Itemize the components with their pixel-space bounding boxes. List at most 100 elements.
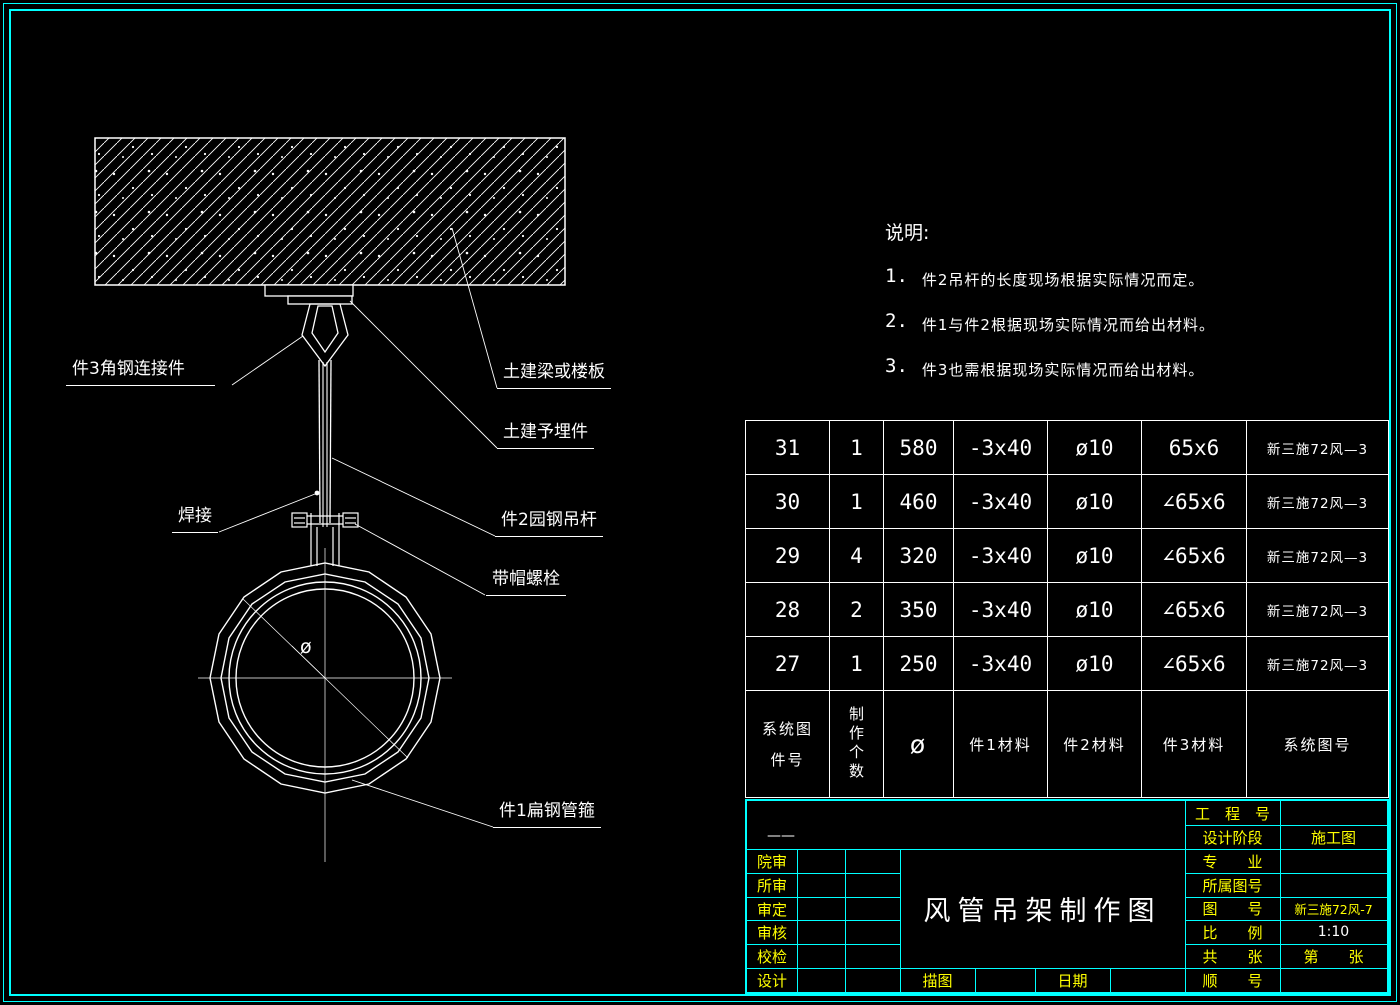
table-cell: 350	[884, 583, 954, 637]
table-cell: 2	[830, 583, 884, 637]
table-cell: -3x40	[954, 637, 1048, 691]
table-cell: 新三施72风—3	[1247, 529, 1388, 583]
field-label-sequence-no: 顺 号	[1202, 971, 1263, 990]
weld-point	[314, 490, 320, 496]
table-header-part2-material: 件2材料	[1048, 691, 1142, 797]
inner-border-frame	[9, 9, 1391, 996]
table-cell: ∠65x6	[1142, 475, 1247, 529]
table-cell: ∠65x6	[1142, 583, 1247, 637]
table-cell: ø10	[1048, 583, 1142, 637]
field-value-parent-drawing-no	[1280, 873, 1387, 897]
field-label-parent-drawing-no: 所属图号	[1202, 876, 1263, 895]
label-part1-flat-steel-clamp: 件1扁钢管箍	[493, 799, 601, 828]
row-label-suoshen: 所审	[756, 876, 787, 895]
table-cell: 65x6	[1142, 421, 1247, 475]
field-value-project-no	[1280, 801, 1387, 825]
header-vertical-text: 制作个数	[847, 706, 865, 782]
note-number: 2.	[885, 310, 908, 332]
table-cell: ∠65x6	[1142, 529, 1247, 583]
notes-title: 说明:	[885, 222, 930, 244]
table-cell: -3x40	[954, 529, 1048, 583]
outer-border-frame	[3, 3, 1397, 1002]
table-header-part3-material: 件3材料	[1142, 691, 1247, 797]
field-value-drawing-no: 新三施72风-7	[1294, 902, 1373, 917]
table-cell: 新三施72风—3	[1247, 421, 1388, 475]
table-cell: -3x40	[954, 583, 1048, 637]
round-rod	[322, 362, 328, 527]
note-number: 3.	[885, 355, 908, 377]
table-cell: 新三施72风—3	[1247, 637, 1388, 691]
row-label-shenhe: 审核	[756, 923, 787, 942]
table-cell: 27	[746, 637, 830, 691]
centerlines	[198, 548, 452, 862]
field-value-sequence-no	[1280, 968, 1387, 992]
table-header-diameter: ø	[884, 691, 954, 797]
angle-steel-connector	[301, 303, 349, 524]
table-cell: 新三施72风—3	[1247, 475, 1388, 529]
drawing-title: 风管吊架制作图	[923, 896, 1162, 927]
field-value-design-stage: 施工图	[1310, 828, 1356, 847]
table-cell: 460	[884, 475, 954, 529]
header-line: 系统图	[761, 720, 813, 738]
title-block: —— 院审 所审 审定 审核 校检 设计 风管吊架制作图 描图 日期 工 程 号…	[745, 799, 1389, 994]
table-cell: 250	[884, 637, 954, 691]
row-label-riqi: 日期	[1057, 971, 1088, 990]
table-cell: 1	[830, 475, 884, 529]
parts-schedule-table: 31 1 580 -3x40 ø10 65x6 新三施72风—3 30 1 46…	[745, 420, 1389, 798]
note-text: 件2吊杆的长度现场根据实际情况而定。	[921, 271, 1205, 289]
table-cell: ø10	[1048, 637, 1142, 691]
table-cell: ø10	[1048, 529, 1142, 583]
header-line: 件号	[770, 751, 805, 769]
embedded-plate	[264, 284, 354, 305]
table-header-part-number: 系统图 件号	[746, 691, 830, 797]
label-embedded-part: 土建予埋件	[497, 420, 594, 449]
table-cell: 新三施72风—3	[1247, 583, 1388, 637]
table-cell: -3x40	[954, 475, 1048, 529]
field-value-scale: 1:10	[1317, 924, 1350, 940]
note-item: 1. 件2吊杆的长度现场根据实际情况而定。	[885, 265, 1325, 290]
table-cell: 31	[746, 421, 830, 475]
placeholder-dash: ——	[767, 828, 795, 844]
field-label-drawing-no: 图 号	[1202, 900, 1263, 918]
table-cell: 580	[884, 421, 954, 475]
note-number: 1.	[885, 265, 908, 287]
table-cell: 29	[746, 529, 830, 583]
bolt-assembly	[291, 512, 359, 566]
label-structural-beam: 土建梁或楼板	[497, 360, 611, 389]
diameter-symbol: ø	[300, 636, 312, 658]
note-text: 件1与件2根据现场实际情况而给出材料。	[921, 316, 1215, 334]
field-label-project-no: 工 程 号	[1194, 804, 1270, 823]
table-cell: 30	[746, 475, 830, 529]
label-cap-bolt: 带帽螺栓	[486, 567, 566, 596]
table-header-part1-material: 件1材料	[954, 691, 1048, 797]
note-text: 件3也需根据现场实际情况而给出材料。	[921, 361, 1205, 379]
table-cell: 320	[884, 529, 954, 583]
note-item: 3. 件3也需根据现场实际情况而给出材料。	[885, 355, 1325, 380]
label-part2-round-rod: 件2园钢吊杆	[495, 508, 603, 537]
table-cell: ø10	[1048, 475, 1142, 529]
table-cell: 4	[830, 529, 884, 583]
field-label-discipline: 专 业	[1202, 852, 1263, 871]
concrete-beam-section	[94, 137, 566, 286]
row-label-sheji: 设计	[756, 971, 787, 990]
table-cell: 28	[746, 583, 830, 637]
note-item: 2. 件1与件2根据现场实际情况而给出材料。	[885, 310, 1325, 335]
field-label-scale: 比 例	[1202, 923, 1263, 942]
notes-block: 说明: 1. 件2吊杆的长度现场根据实际情况而定。 2. 件1与件2根据现场实际…	[885, 218, 1325, 380]
row-label-yuanshen: 院审	[756, 852, 787, 871]
leader-lines	[218, 227, 498, 828]
table-cell: 1	[830, 421, 884, 475]
table-cell: ø10	[1048, 421, 1142, 475]
row-label-miaotu: 描图	[922, 971, 953, 990]
table-header-system-drawing-no: 系统图号	[1283, 735, 1352, 754]
table-cell: -3x40	[954, 421, 1048, 475]
table-cell: 1	[830, 637, 884, 691]
field-value-sheet-no: 第 张	[1303, 947, 1364, 966]
label-weld: 焊接	[172, 504, 218, 533]
field-label-total-sheets: 共 张	[1202, 947, 1263, 966]
field-value-discipline	[1280, 849, 1387, 873]
label-part3-angle-connector: 件3角钢连接件	[66, 357, 215, 386]
table-header-quantity: 制作个数	[830, 691, 884, 797]
row-label-jiaojian: 校检	[756, 947, 787, 966]
